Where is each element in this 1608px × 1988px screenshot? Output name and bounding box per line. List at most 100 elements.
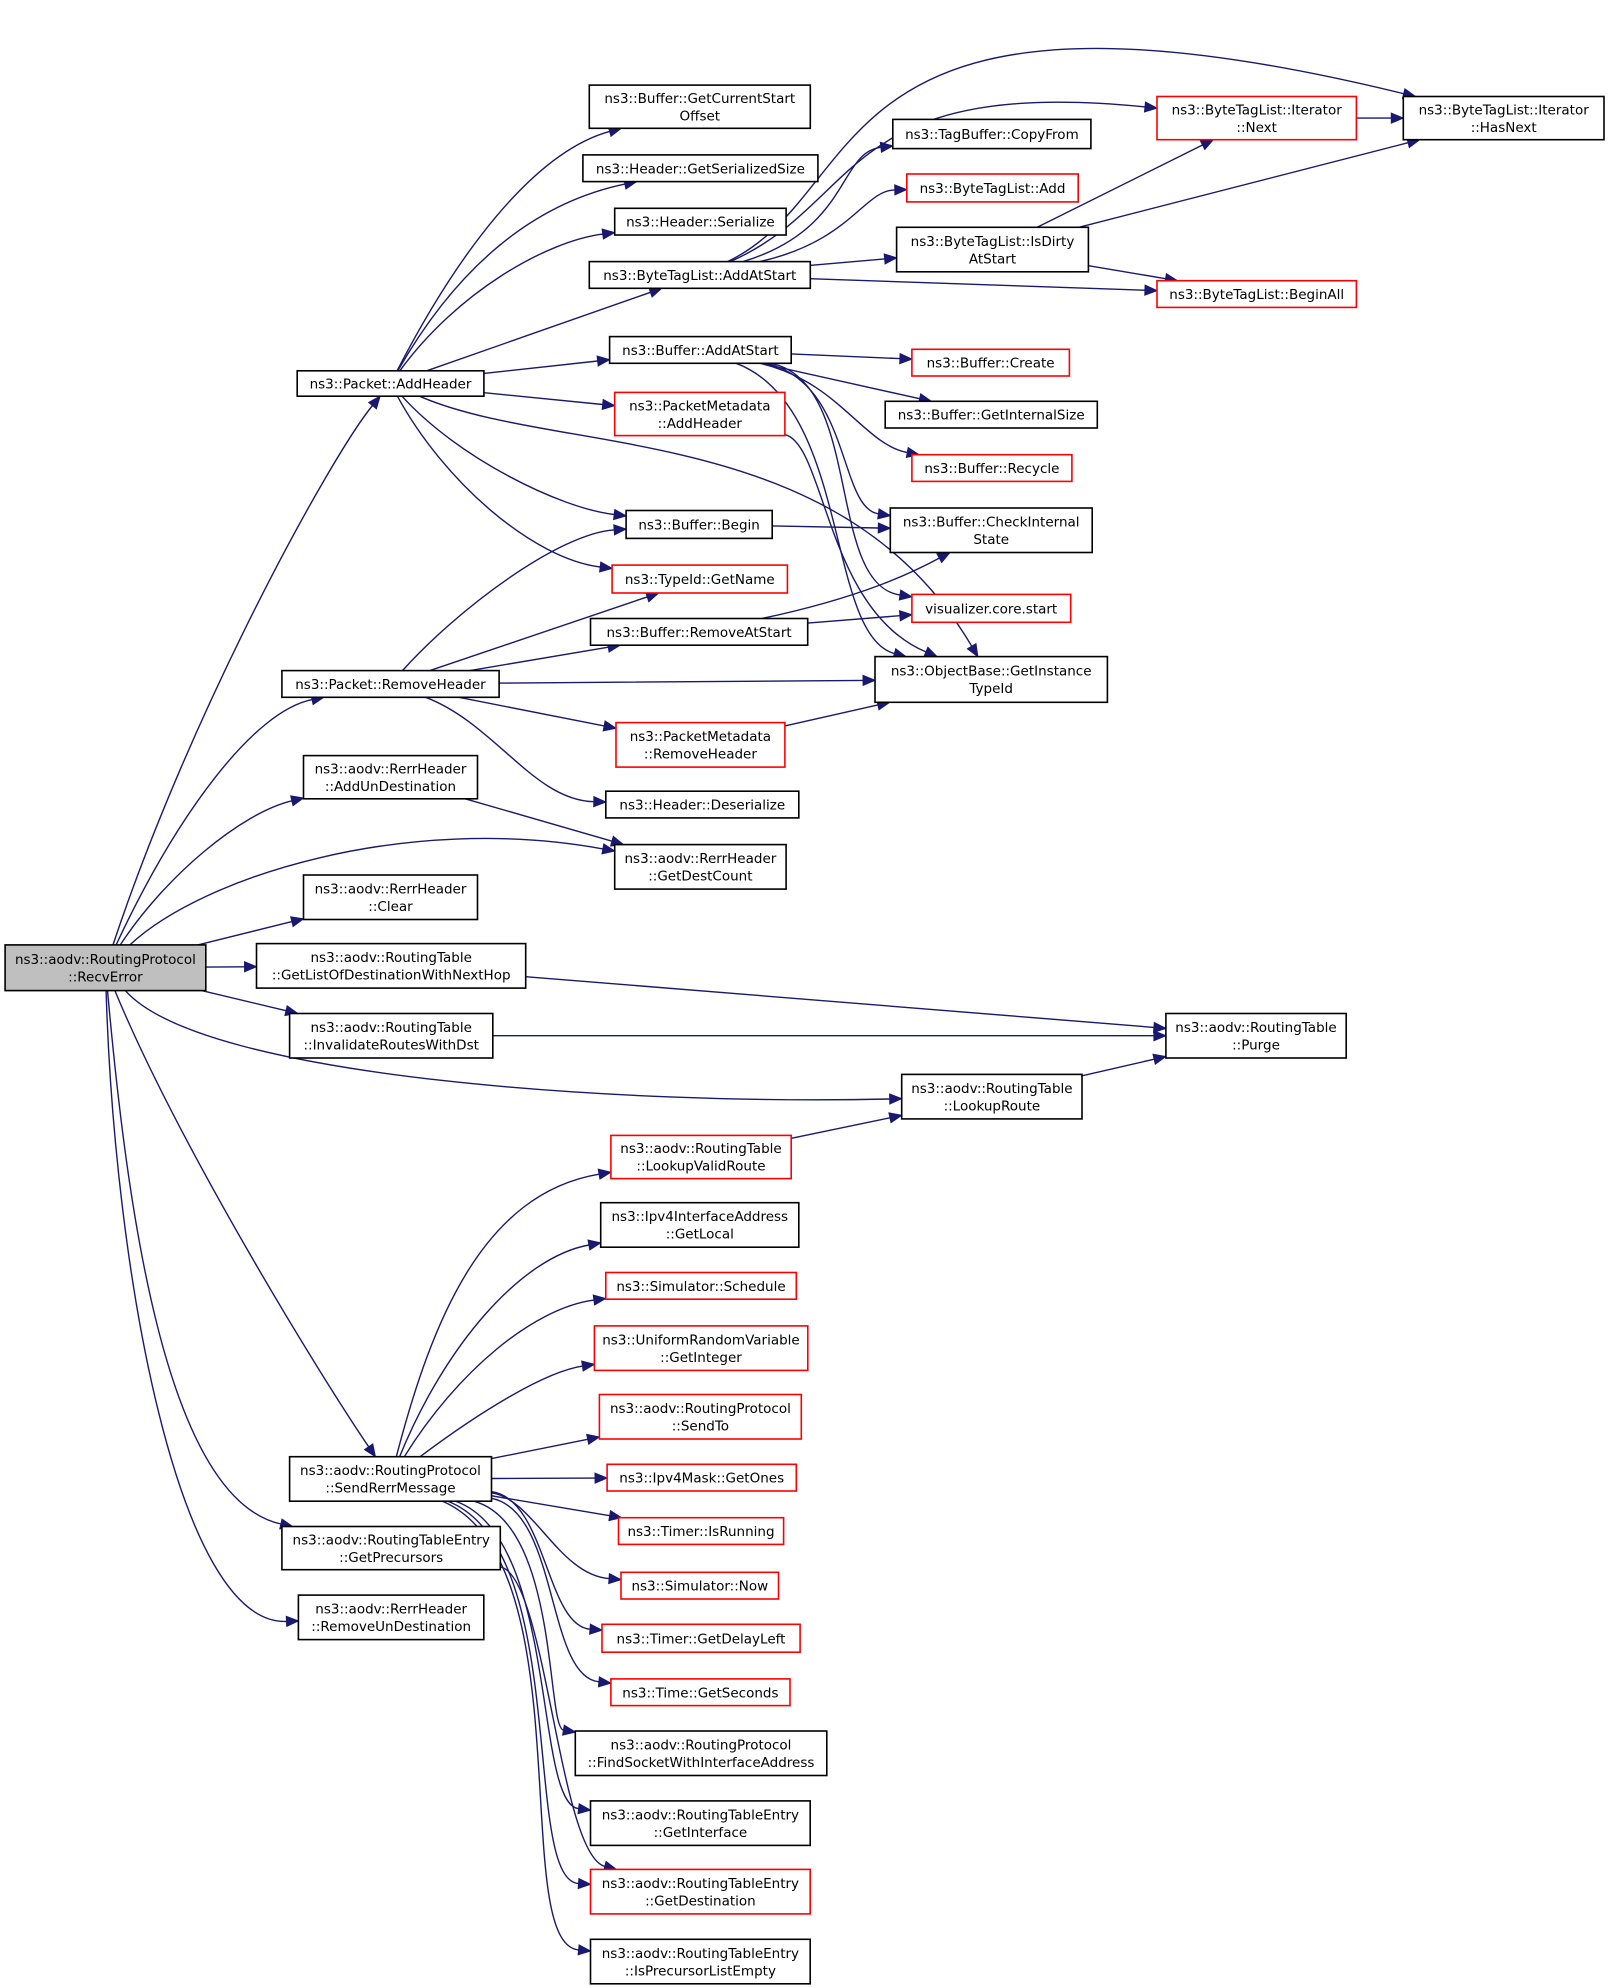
node-buf_removeatstart[interactable]: ns3::Buffer::RemoveAtStart — [589, 617, 809, 647]
node-rerr_removeundestination[interactable]: ns3::aodv::RerrHeader::RemoveUnDestinati… — [297, 1594, 485, 1641]
node-box — [589, 1938, 811, 1985]
node-rt_invalidateroutes[interactable]: ns3::aodv::RoutingTable::InvalidateRoute… — [288, 1012, 494, 1059]
node-buf_begin[interactable]: ns3::Buffer::Begin — [625, 509, 773, 540]
arrowhead-btl_isdirtyatstart — [883, 253, 898, 265]
node-pm_removeheader[interactable]: ns3::PacketMetadata::RemoveHeader — [615, 721, 786, 768]
arrowhead-buf_checkinternalstate — [877, 522, 892, 534]
node-label-line: ::RecvError — [68, 970, 143, 986]
node-ipv4ifaddr_getlocal[interactable]: ns3::Ipv4InterfaceAddress::GetLocal — [599, 1201, 800, 1248]
node-label-line: ns3::Ipv4Mask::GetOnes — [619, 1471, 784, 1487]
node-buf_getinternalsize[interactable]: ns3::Buffer::GetInternalSize — [884, 400, 1099, 429]
node-buf_create[interactable]: ns3::Buffer::Create — [911, 348, 1071, 377]
node-timer_isrunning[interactable]: ns3::Timer::IsRunning — [617, 1516, 785, 1546]
arrowhead-rp_findsocket — [561, 1724, 577, 1736]
node-tagbuffer_copyfrom[interactable]: ns3::TagBuffer::CopyFrom — [891, 118, 1092, 150]
node-hdr_deserialize[interactable]: ns3::Header::Deserialize — [604, 790, 800, 819]
call-edge-rp_sendrerrmessage-to-ipv4ifaddr_getlocal — [398, 1244, 590, 1457]
node-btl_beginall[interactable]: ns3::ByteTagList::BeginAll — [1156, 279, 1358, 309]
call-edge-pkt_removeheader-to-buf_removeatstart — [469, 646, 609, 672]
node-box — [1165, 1012, 1348, 1059]
node-label-line: ::SendTo — [672, 1418, 729, 1434]
arrowhead-rp_sendto — [586, 1433, 601, 1446]
node-hdr_getserializedsize[interactable]: ns3::Header::GetSerializedSize — [582, 154, 819, 183]
node-label-line: ns3::aodv::RoutingTableEntry — [602, 1946, 799, 1962]
node-label-line: ns3::Buffer::GetInternalSize — [898, 408, 1085, 424]
node-rp_sendrerrmessage[interactable]: ns3::aodv::RoutingProtocol::SendRerrMess… — [288, 1455, 493, 1502]
arrowhead-vis_core_start — [898, 609, 914, 622]
node-rerr_addundestination[interactable]: ns3::aodv::RerrHeader::AddUnDestination — [302, 754, 479, 800]
node-label-line: ::Purge — [1232, 1037, 1280, 1053]
node-rerr_getdestcount[interactable]: ns3::aodv::RerrHeader::GetDestCount — [613, 843, 787, 890]
node-rerr_clear[interactable]: ns3::aodv::RerrHeader::Clear — [302, 874, 479, 921]
node-pkt_removeheader[interactable]: ns3::Packet::RemoveHeader — [281, 669, 500, 699]
node-rp_sendto[interactable]: ns3::aodv::RoutingProtocol::SendTo — [598, 1393, 803, 1440]
node-rte_getprecursors[interactable]: ns3::aodv::RoutingTableEntry::GetPrecurs… — [281, 1525, 502, 1571]
node-hdr_serialize[interactable]: ns3::Header::Serialize — [613, 207, 787, 236]
node-rp_findsocket[interactable]: ns3::aodv::RoutingProtocol::FindSocketWi… — [574, 1730, 828, 1777]
arrowhead-ipv4ifaddr_getlocal — [587, 1239, 602, 1251]
node-label-line: ns3::aodv::RoutingTableEntry — [602, 1807, 799, 1823]
node-label-line: ::RemoveUnDestination — [311, 1619, 471, 1635]
arrowhead-rt_lookuproute — [888, 1112, 903, 1124]
node-buf_recycle[interactable]: ns3::Buffer::Recycle — [911, 453, 1073, 483]
node-label-line: ::SendRerrMessage — [325, 1481, 455, 1497]
node-btl_add[interactable]: ns3::ByteTagList::Add — [905, 173, 1079, 203]
node-buf_addatstart[interactable]: ns3::Buffer::AddAtStart — [608, 335, 792, 365]
call-edge-rte_getprecursors-to-rte_getdestination — [500, 1566, 606, 1868]
arrowhead-buf_begin — [613, 508, 628, 521]
node-btl_iter_hasnext[interactable]: ns3::ByteTagList::Iterator::HasNext — [1402, 95, 1605, 141]
arrowhead-rt_getlistofdest — [243, 961, 258, 973]
node-box — [598, 1393, 803, 1440]
node-label-line: ns3::Header::Deserialize — [619, 798, 785, 814]
call-edge-pkt_addheader-to-pm_addheader — [483, 392, 603, 406]
node-rte_isprecursorlistempty[interactable]: ns3::aodv::RoutingTableEntry::IsPrecurso… — [589, 1938, 811, 1985]
node-rte_getdestination[interactable]: ns3::aodv::RoutingTableEntry::GetDestina… — [589, 1868, 811, 1915]
call-edge-root-to-rerr_clear — [197, 920, 293, 946]
node-typeid_getname[interactable]: ns3::TypeId::GetName — [611, 564, 789, 594]
node-rt_purge[interactable]: ns3::aodv::RoutingTable::Purge — [1165, 1012, 1348, 1059]
node-btl_addatstart[interactable]: ns3::ByteTagList::AddAtStart — [588, 260, 812, 290]
call-edge-rp_sendrerrmessage-to-rt_lookupvalidroute — [395, 1173, 600, 1457]
node-sim_now[interactable]: ns3::Simulator::Now — [620, 1571, 780, 1600]
arrowhead-rt_purge — [1153, 1029, 1168, 1042]
node-pm_addheader[interactable]: ns3::PacketMetadata::AddHeader — [613, 391, 786, 437]
node-vis_core_start[interactable]: visualizer.core.start — [911, 593, 1072, 624]
call-edge-buf_addatstart-to-buf_create — [791, 353, 900, 360]
node-root[interactable]: ns3::aodv::RoutingProtocol::RecvError — [4, 944, 207, 992]
node-btl_iter_next[interactable]: ns3::ByteTagList::Iterator::Next — [1156, 95, 1358, 141]
node-box — [302, 754, 479, 800]
arrowhead-rt_lookupvalidroute — [597, 1168, 613, 1180]
node-label-line: ::GetListOfDestinationWithNextHop — [272, 968, 511, 984]
node-label-line: ::AddUnDestination — [325, 779, 456, 795]
call-edge-pkt_addheader-to-hdr_getserializedsize — [397, 183, 626, 372]
node-label-line: Offset — [680, 108, 721, 124]
node-rt_lookupvalidroute[interactable]: ns3::aodv::RoutingTable::LookupValidRout… — [610, 1134, 793, 1180]
node-label-line: ns3::Buffer::Begin — [638, 518, 760, 534]
node-label-line: ::GetDestination — [645, 1893, 756, 1909]
node-box — [613, 207, 787, 236]
node-timer_getdelayleft[interactable]: ns3::Timer::GetDelayLeft — [601, 1623, 801, 1654]
node-label-line: ns3::Buffer::AddAtStart — [622, 343, 779, 359]
node-box — [589, 1800, 811, 1847]
node-box — [281, 1525, 502, 1571]
node-urv_getinteger[interactable]: ns3::UniformRandomVariable::GetInteger — [593, 1325, 809, 1372]
call-edge-rp_sendrerrmessage-to-sim_schedule — [403, 1299, 594, 1458]
call-edge-rp_sendrerrmessage-to-timer_getdelayleft — [491, 1491, 591, 1630]
node-time_getseconds[interactable]: ns3::Time::GetSeconds — [610, 1678, 791, 1707]
arrowhead-sim_now — [608, 1572, 623, 1585]
node-pkt_addheader[interactable]: ns3::Packet::AddHeader — [296, 369, 485, 397]
node-rte_getinterface[interactable]: ns3::aodv::RoutingTableEntry::GetInterfa… — [589, 1800, 811, 1847]
node-rt_getlistofdest[interactable]: ns3::aodv::RoutingTable::GetListOfDestin… — [255, 942, 527, 989]
call-edge-btl_addatstart-to-tagbuffer_copyfrom — [742, 146, 881, 263]
node-rt_lookuproute[interactable]: ns3::aodv::RoutingTable::LookupRoute — [900, 1073, 1083, 1120]
node-label-line: ns3::Ipv4InterfaceAddress — [611, 1209, 788, 1225]
call-edge-buf_addatstart-to-ob_getinstancetypeid — [735, 362, 895, 655]
node-ipv4mask_getones[interactable]: ns3::Ipv4Mask::GetOnes — [606, 1463, 798, 1492]
node-sim_schedule[interactable]: ns3::Simulator::Schedule — [604, 1271, 798, 1301]
node-label-line: ::HasNext — [1471, 120, 1537, 136]
